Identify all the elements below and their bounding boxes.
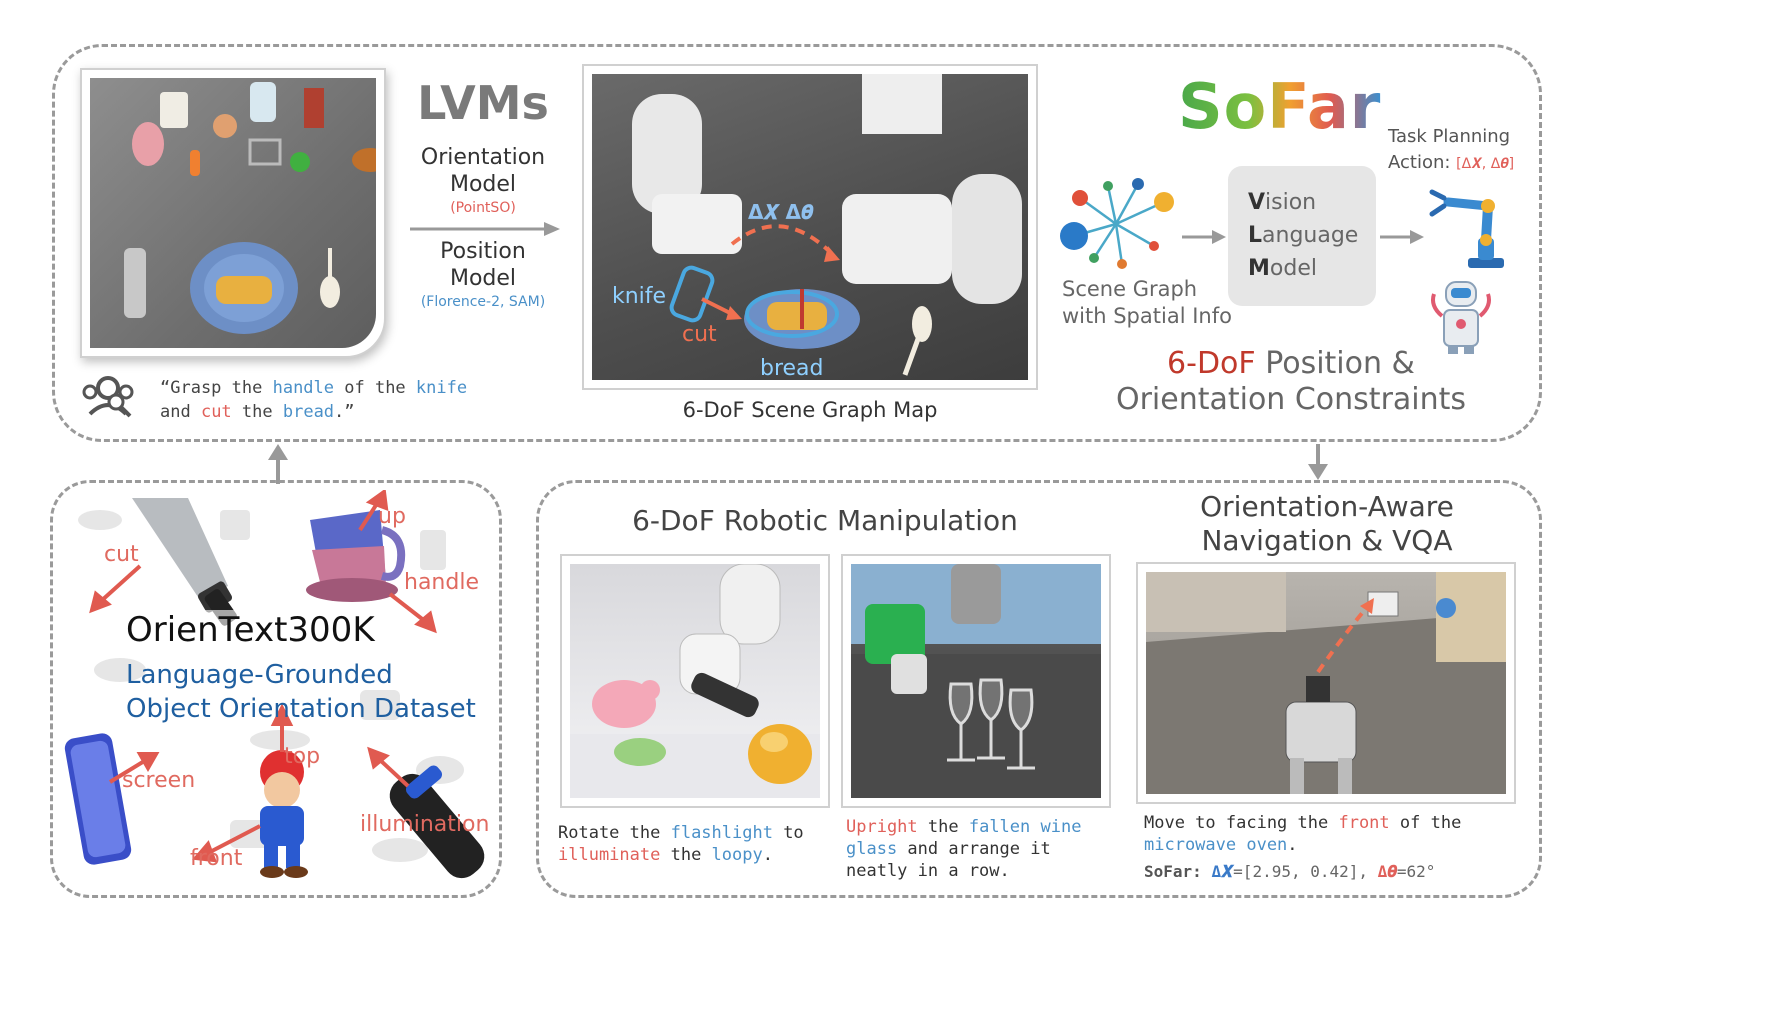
result-dx-label: Δ𝑿 xyxy=(1211,862,1234,881)
navigation-title: Orientation-Aware Navigation & VQA xyxy=(1200,490,1454,557)
scene-graph-caption: 6-DoF Scene Graph Map xyxy=(682,398,938,422)
vision-language-model-box: Vision Language Model xyxy=(1228,166,1376,306)
action-value: [Δ𝑿, Δ𝜽] xyxy=(1456,156,1515,172)
text-segment: . xyxy=(1287,835,1298,855)
dataset-subtitle: Language-Grounded Object Orientation Dat… xyxy=(126,660,476,724)
text-segment: the xyxy=(231,402,283,422)
dataset-objects-illustration xyxy=(64,490,485,879)
dataset-title: OrienText300K xyxy=(126,610,375,650)
instruction-line-1: “Grasp the handle of the knife xyxy=(160,376,467,400)
manipulation-caption-2: Upright the fallen wine glass and arrang… xyxy=(846,816,1081,882)
text-segment: fallen wine xyxy=(968,817,1082,837)
text-segment: illuminate xyxy=(558,845,661,865)
scene-label-delta: Δ𝑿 Δ𝜽 xyxy=(748,200,813,224)
instruction-line-2: and cut the bread.” xyxy=(160,400,467,424)
scene-label-cut: cut xyxy=(682,322,717,347)
text-segment: to xyxy=(772,823,804,843)
text-segment: and xyxy=(160,402,201,422)
task-planning-label: Task Planning Action: [Δ𝑿, Δ𝜽] xyxy=(1388,126,1515,173)
text-segment: cut xyxy=(200,402,232,422)
manipulation-photo-flashlight xyxy=(560,554,830,808)
sofar-logo: SoFar xyxy=(1178,70,1382,143)
top-to-apps-arrow xyxy=(1306,444,1330,484)
result-prefix: SoFar: xyxy=(1144,862,1202,881)
text-segment: front xyxy=(1338,813,1390,833)
text-segment: glass xyxy=(846,839,898,859)
dataset-label-up: up xyxy=(378,504,406,529)
wine-glass-scene-illustration xyxy=(851,564,1101,798)
dataset-label-front: front xyxy=(190,846,243,871)
position-model-label: Position Model xyxy=(440,239,526,291)
text-segment: microwave oven xyxy=(1144,835,1288,855)
text-segment: Upright xyxy=(846,817,918,837)
manipulation-photo-wine-glass xyxy=(841,554,1111,808)
dataset-label-handle: handle xyxy=(404,570,479,595)
dataset-label-screen: screen xyxy=(122,768,196,793)
text-segment: .” xyxy=(334,402,355,422)
text-segment: the xyxy=(917,817,969,837)
text-segment: knife xyxy=(415,378,468,398)
lvms-arrow xyxy=(410,220,560,242)
text-segment: neatly in a row. xyxy=(846,861,1010,881)
text-segment: Rotate the xyxy=(558,823,671,843)
text-segment: “Grasp the xyxy=(160,378,273,398)
navigation-result: SoFar: Δ𝑿=[2.95, 0.42], Δ𝜽=62° xyxy=(1144,862,1435,882)
dataset-label-cut: cut xyxy=(104,542,139,567)
text-segment: handle xyxy=(272,378,335,398)
tabletop-photo xyxy=(80,68,386,358)
navigation-photo xyxy=(1136,562,1516,804)
scene-graph-map-photo: Δ𝑿 Δ𝜽 knife cut bread xyxy=(582,64,1038,390)
position-model-sub: (Florence-2, SAM) xyxy=(420,294,546,310)
result-dt-label: Δ𝜽 xyxy=(1377,862,1397,881)
top-panel-frame xyxy=(52,44,1542,442)
dataset-panel-frame xyxy=(50,480,502,898)
navigation-caption: Move to facing the front of the microwav… xyxy=(1144,812,1461,856)
navigation-scene-illustration xyxy=(1146,572,1506,794)
tabletop-objects-illustration xyxy=(124,82,376,334)
text-segment: of the xyxy=(334,378,416,398)
orientation-model-label: Orientation Model xyxy=(420,145,546,197)
scene-label-bread: bread xyxy=(760,356,824,380)
vlm-to-robot-arrow xyxy=(1380,228,1424,250)
dataset-label-illumination: illumination xyxy=(360,812,490,837)
humanoid-robot-icon xyxy=(1426,276,1496,360)
scene-label-knife: knife xyxy=(612,284,667,309)
text-segment: . xyxy=(762,845,773,865)
scene-robot-illustration xyxy=(632,74,1022,376)
scene-graph-label: Scene Graph with Spatial Info xyxy=(1062,277,1232,328)
sg-to-vlm-arrow xyxy=(1182,228,1226,250)
scene-graph-icon xyxy=(1058,176,1178,276)
text-segment: of the xyxy=(1389,813,1462,833)
robot-arm-icon xyxy=(1418,188,1510,276)
result-dx-value: =[2.95, 0.42], xyxy=(1233,862,1369,881)
applications-panel-frame xyxy=(536,480,1542,898)
constraints-heading: 6-DoF Position & Orientation Constraints xyxy=(1115,346,1467,417)
flashlight-scene-illustration xyxy=(570,564,820,798)
text-segment: loopy xyxy=(711,845,763,865)
text-segment: bread xyxy=(282,402,335,422)
instruction-text: “Grasp the handle of the knife and cut t… xyxy=(160,376,467,424)
dataset-to-top-arrow xyxy=(266,444,290,488)
dataset-label-top: top xyxy=(284,744,321,769)
user-search-icon xyxy=(78,374,138,424)
text-segment: and arrange it xyxy=(897,839,1051,859)
result-dt-value: =62° xyxy=(1396,862,1436,881)
manipulation-caption-1: Rotate the flashlight to illuminate the … xyxy=(558,822,804,866)
dataset-background: cut up handle screen top front illuminat… xyxy=(60,490,492,888)
text-segment: flashlight xyxy=(670,823,773,843)
text-segment: Move to facing the xyxy=(1144,813,1339,833)
orientation-model-sub: (PointSO) xyxy=(450,200,516,216)
manipulation-title: 6-DoF Robotic Manipulation xyxy=(632,504,1018,537)
lvms-title: LVMs xyxy=(417,76,549,130)
text-segment: the xyxy=(660,845,712,865)
